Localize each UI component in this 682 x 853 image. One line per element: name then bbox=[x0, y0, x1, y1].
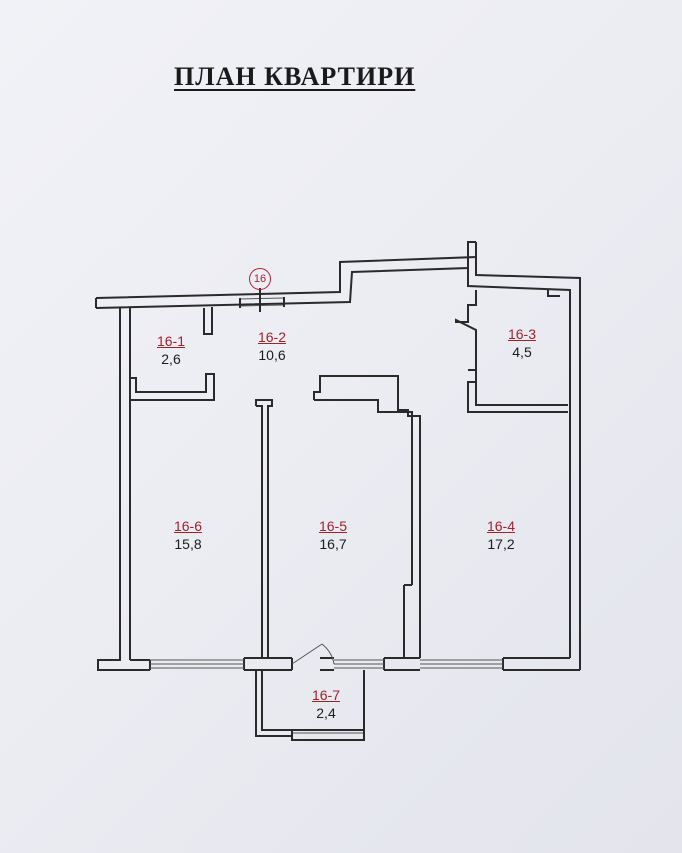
room-area: 17,2 bbox=[487, 536, 515, 552]
room-area: 15,8 bbox=[174, 536, 202, 552]
plan-title: ПЛАН КВАРТИРИ bbox=[174, 62, 416, 91]
room-code: 16-6 bbox=[173, 518, 203, 534]
room-code: 16-3 bbox=[507, 326, 537, 342]
outer-wall-north bbox=[95, 241, 477, 309]
outer-wall-west bbox=[97, 308, 215, 671]
room-label-16-7: 16-7 2,4 bbox=[312, 686, 340, 722]
room-area: 10,6 bbox=[258, 347, 286, 363]
room-code: 16-1 bbox=[156, 333, 186, 349]
balcony-door bbox=[291, 643, 335, 665]
room-16-1-walls bbox=[203, 307, 213, 335]
room-label-16-4: 16-4 17,2 bbox=[487, 517, 515, 553]
room-label-16-6: 16-6 15,8 bbox=[174, 517, 202, 553]
balcony-16-7-walls bbox=[255, 670, 365, 741]
room-label-16-5: 16-5 16,7 bbox=[319, 517, 347, 553]
south-windows bbox=[150, 657, 503, 671]
outer-wall-east bbox=[467, 257, 581, 671]
room-area: 4,5 bbox=[512, 344, 532, 360]
partition-16-6-16-5 bbox=[243, 399, 293, 671]
room-area: 2,4 bbox=[316, 705, 336, 721]
room-code: 16-5 bbox=[318, 518, 348, 534]
room-code: 16-7 bbox=[311, 687, 341, 703]
room-code: 16-2 bbox=[257, 329, 287, 345]
room-label-16-3: 16-3 4,5 bbox=[508, 325, 536, 361]
room-area: 16,7 bbox=[319, 536, 347, 552]
room-label-16-2: 16-2 10,6 bbox=[258, 328, 286, 364]
partition-16-5-16-4 bbox=[313, 375, 421, 671]
room-area: 2,6 bbox=[161, 351, 181, 367]
axis-marker: 16 bbox=[249, 268, 271, 290]
room-code: 16-4 bbox=[486, 518, 516, 534]
room-16-3-walls bbox=[455, 290, 568, 413]
north-window bbox=[239, 288, 285, 312]
room-label-16-1: 16-1 2,6 bbox=[157, 332, 185, 368]
